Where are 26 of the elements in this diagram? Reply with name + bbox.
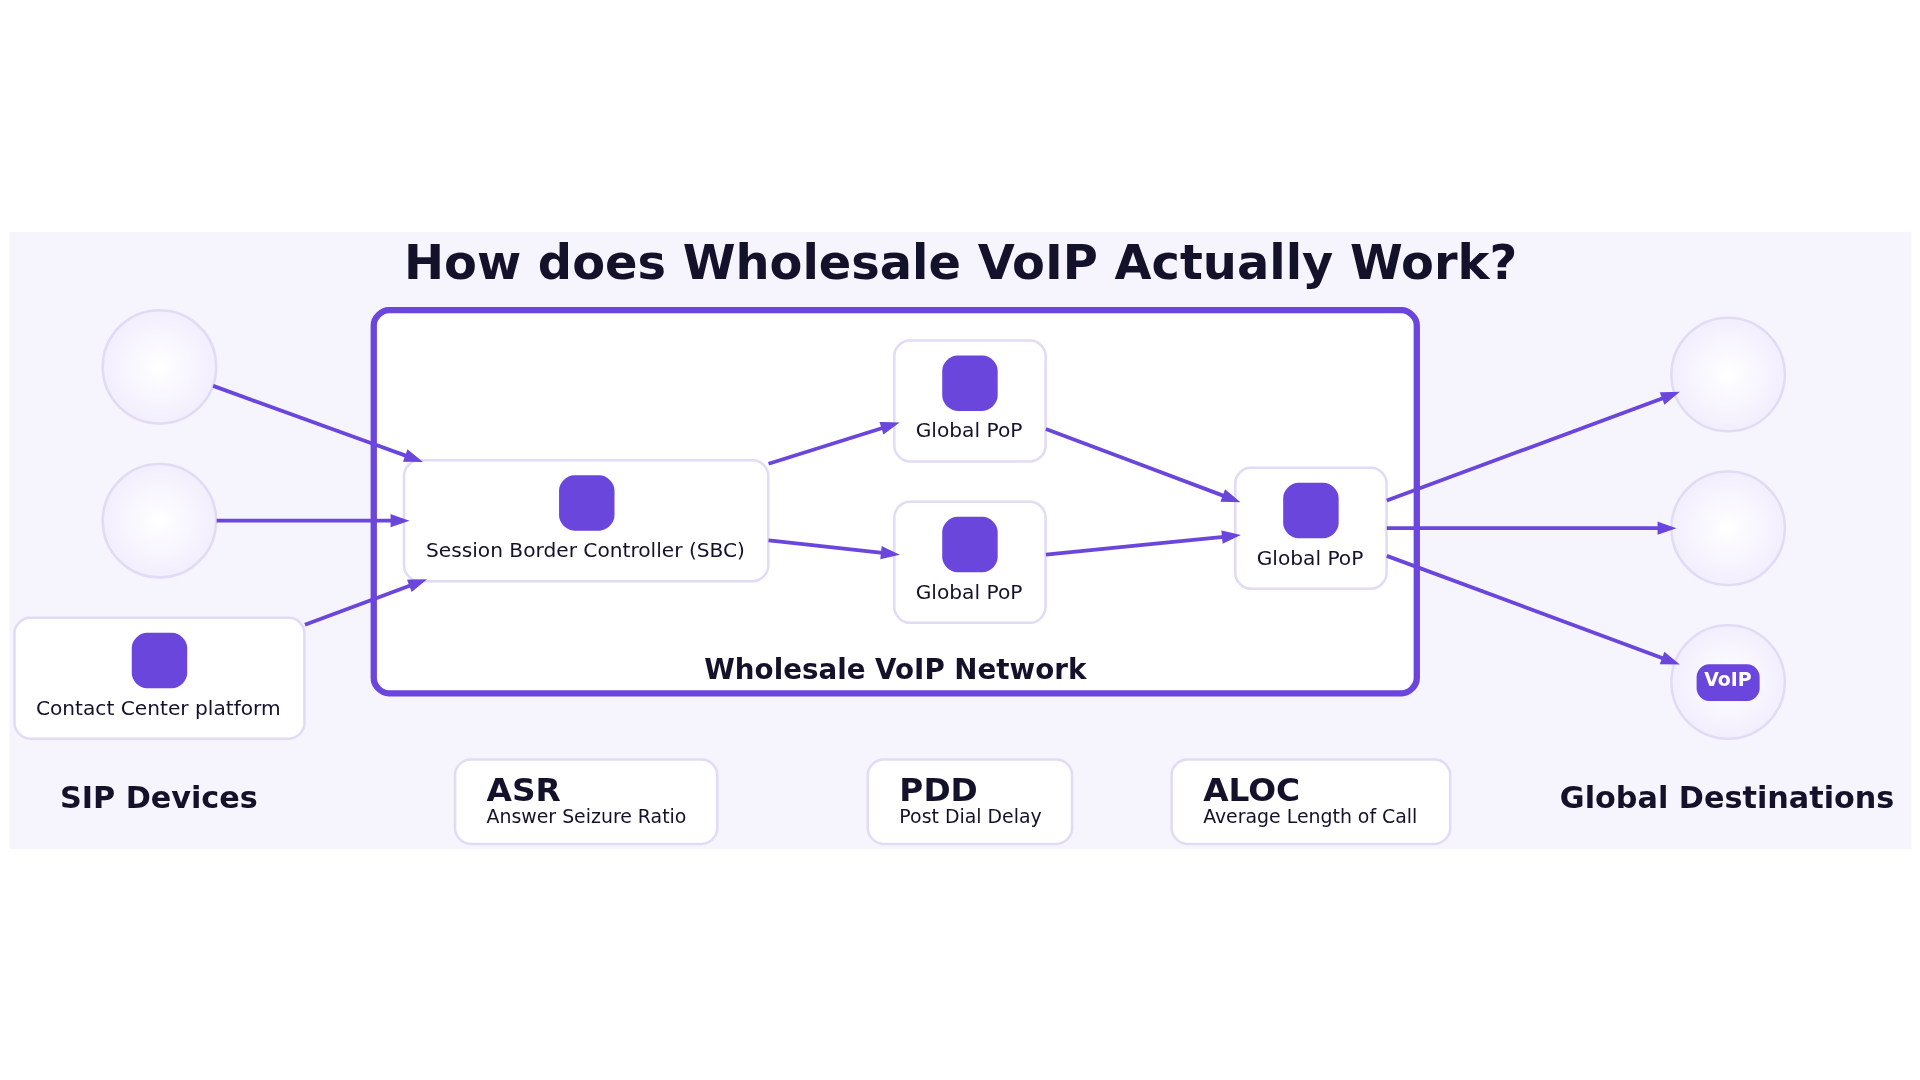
arrow: [303, 578, 427, 626]
node-box: Contact Center platform: [12, 615, 306, 740]
arrow: [216, 513, 410, 527]
arrow: [1385, 553, 1680, 665]
node-circle: [101, 308, 217, 425]
node-box: Global PoP: [892, 338, 1047, 463]
arrow: [767, 421, 900, 466]
label: SIP Devices: [59, 779, 258, 815]
node-box: Global PoP: [1233, 465, 1388, 590]
node-circle: VoIP: [1669, 623, 1786, 740]
node-circle: [1669, 315, 1786, 432]
arrow: [767, 538, 900, 559]
node-box: PDD Post Dial Delay: [866, 757, 1073, 845]
arrow: [1044, 426, 1241, 502]
label: Global Destinations: [1559, 779, 1894, 815]
node-circle: [101, 462, 217, 579]
node-box: ALOC Average Length of Call: [1169, 757, 1451, 845]
arrow: [1386, 521, 1676, 535]
node-box: Global PoP: [892, 500, 1047, 624]
diagram-title: How does Wholesale VoIP Actually Work?: [403, 234, 1517, 290]
node-box: Session Border Controller (SBC): [402, 458, 770, 582]
arrow: [212, 383, 423, 462]
arrow: [1385, 391, 1680, 502]
node-circle: [1669, 469, 1786, 586]
arrow: [1045, 529, 1241, 557]
node-box: ASR Answer Seizure Ratio: [453, 757, 718, 845]
